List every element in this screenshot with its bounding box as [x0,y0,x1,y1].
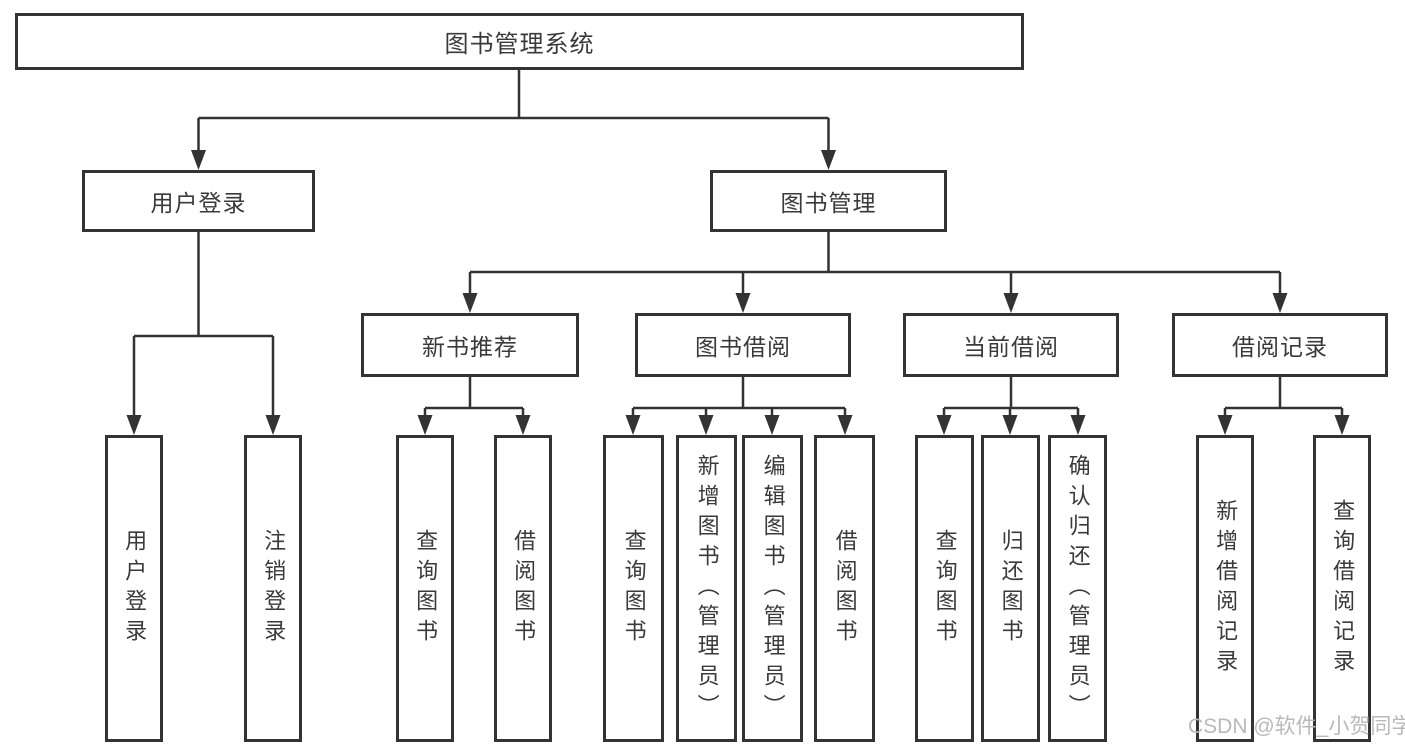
csdn-watermark: CSDN @软件_小贺同学 [1188,715,1405,738]
leaf-confirm-return-admin: 确认归还（管理员） [1048,435,1107,742]
leaf-query-books-current-label: 查询图书 [932,528,958,649]
node-borrowing-records-label: 借阅记录 [1232,334,1328,360]
node-user-login: 用户登录 [82,170,315,232]
leaf-add-book-admin: 新增图书（管理员） [676,435,737,742]
leaf-query-books-recommend-label: 查询图书 [413,528,439,649]
connector-user-login-to-children [132,232,275,417]
node-book-borrowing-label: 图书借阅 [695,334,791,360]
leaf-edit-book-admin: 编辑图书（管理员） [742,435,803,742]
connector-new-book-recommendation-to-children [423,377,525,417]
leaf-return-books: 归还图书 [981,435,1040,742]
leaf-query-books-borrow: 查询图书 [603,435,664,742]
leaf-confirm-return-admin-label: 确认归还（管理员） [1065,453,1091,724]
connector-root-to-level2 [197,70,830,152]
leaf-borrow-books-label: 借阅图书 [832,528,858,649]
leaf-user-login: 用户登录 [105,435,163,742]
connector-borrowing-records-to-children [1223,377,1344,417]
leaf-query-borrow-record-label: 查询借阅记录 [1330,498,1356,679]
node-borrowing-records: 借阅记录 [1172,313,1388,377]
node-current-borrowing-label: 当前借阅 [963,334,1059,360]
node-new-book-recommendation: 新书推荐 [361,313,579,377]
leaf-return-books-label: 归还图书 [998,528,1024,649]
leaf-query-books-current: 查询图书 [915,435,974,742]
leaf-logout-login: 注销登录 [244,435,302,742]
connector-book-management-to-level3 [468,232,1282,295]
leaf-borrow-books-recommend-label: 借阅图书 [511,528,537,649]
leaf-add-borrow-record: 新增借阅记录 [1196,435,1254,742]
node-book-borrowing: 图书借阅 [635,313,851,377]
leaf-add-borrow-record-label: 新增借阅记录 [1213,498,1239,679]
node-new-book-recommendation-label: 新书推荐 [422,334,518,360]
node-user-login-label: 用户登录 [150,190,247,216]
leaf-user-login-label: 用户登录 [122,528,148,649]
node-book-management: 图书管理 [710,170,947,232]
leaf-borrow-books-recommend: 借阅图书 [494,435,552,742]
leaf-logout-login-label: 注销登录 [261,528,287,649]
leaf-query-books-recommend: 查询图书 [396,435,454,742]
node-library-system: 图书管理系统 [15,13,1024,70]
leaf-edit-book-admin-label: 编辑图书（管理员） [760,453,786,724]
leaf-query-books-borrow-label: 查询图书 [621,528,647,649]
leaf-query-borrow-record: 查询借阅记录 [1313,435,1371,742]
node-library-system-label: 图书管理系统 [444,31,595,58]
connector-current-borrowing-to-children [942,377,1080,417]
node-book-management-label: 图书管理 [780,190,877,216]
leaf-add-book-admin-label: 新增图书（管理员） [694,453,720,724]
connector-book-borrowing-to-children [631,377,847,417]
leaf-borrow-books: 借阅图书 [814,435,875,742]
node-current-borrowing: 当前借阅 [903,313,1119,377]
